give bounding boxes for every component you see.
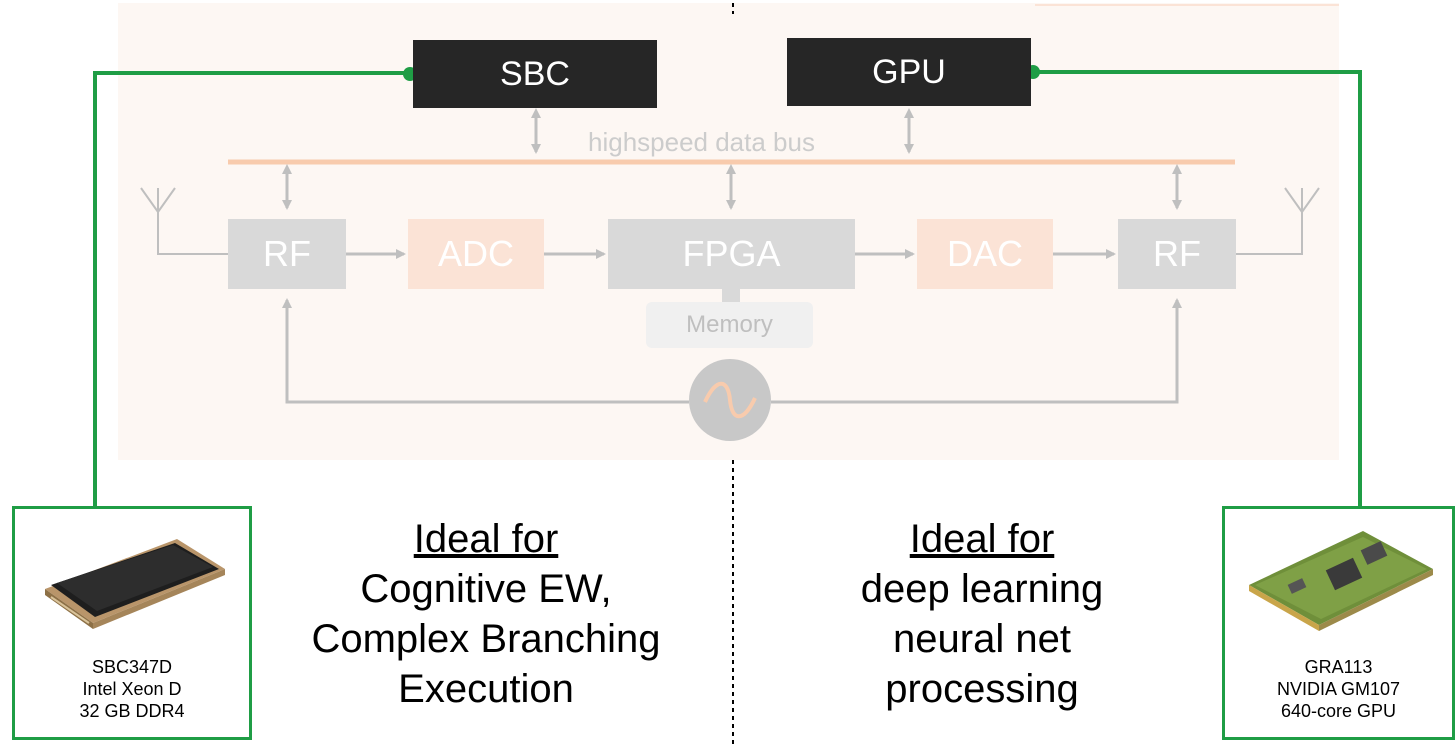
left-line-1: Cognitive EW, — [360, 567, 612, 611]
gpu-board-image — [1249, 531, 1433, 631]
gpu-card-line-1: GRA113 — [1304, 657, 1373, 677]
sbc-card-connector — [93, 71, 412, 506]
right-description: Ideal for deep learning neural net proce… — [762, 514, 1202, 714]
sbc-card-line-1: SBC347D — [91, 657, 173, 677]
antenna-left-icon — [140, 187, 228, 255]
sine-wave-icon — [703, 381, 757, 419]
rf-left-block: RF — [228, 219, 346, 289]
fpga-memory-link — [722, 288, 740, 302]
right-line-1: deep learning — [860, 567, 1104, 611]
dac-label: DAC — [946, 233, 1023, 274]
gpu-block: GPU — [787, 38, 1031, 106]
left-description: Ideal for Cognitive EW, Complex Branchin… — [260, 514, 712, 714]
left-line-2: Complex Branching — [311, 617, 661, 661]
rf-left-label: RF — [263, 233, 311, 274]
sbc-card-line-3: 32 GB DDR4 — [79, 701, 185, 721]
sbc-card-text: SBC347D Intel Xeon D 32 GB DDR4 — [15, 656, 249, 722]
right-line-3: processing — [885, 667, 1079, 711]
orange-corner-line — [1035, 4, 1339, 6]
right-line-2: neural net — [893, 617, 1071, 661]
right-heading: Ideal for — [909, 517, 1055, 561]
gpu-card-line-3: 640-core GPU — [1280, 701, 1397, 721]
antenna-right-icon — [1236, 187, 1320, 255]
adc-block: ADC — [408, 219, 544, 289]
gpu-label: GPU — [872, 52, 946, 91]
bus-label: highspeed data bus — [588, 127, 815, 157]
sbc-board-image — [45, 539, 225, 629]
sbc-card-line-2: Intel Xeon D — [82, 679, 182, 699]
dac-block: DAC — [917, 219, 1053, 289]
fpga-label: FPGA — [682, 233, 781, 274]
sbc-block: SBC — [413, 40, 657, 108]
left-heading: Ideal for — [413, 517, 559, 561]
fpga-block: FPGA — [608, 219, 855, 289]
oscillator-left-loop — [282, 298, 689, 404]
memory-block: Memory — [646, 302, 813, 348]
left-line-3: Execution — [398, 667, 574, 711]
gpu-card-connector — [1033, 70, 1362, 506]
gpu-card-text: GRA113 NVIDIA GM107 640-core GPU — [1225, 656, 1452, 722]
gpu-card-line-2: NVIDIA GM107 — [1276, 679, 1401, 699]
rf-right-label: RF — [1153, 233, 1201, 274]
oscillator-right-loop — [771, 298, 1182, 404]
rf-right-block: RF — [1118, 219, 1236, 289]
memory-label: Memory — [686, 311, 773, 338]
sbc-label: SBC — [500, 54, 570, 93]
sbc-product-card: SBC347D Intel Xeon D 32 GB DDR4 — [12, 506, 252, 740]
adc-label: ADC — [437, 233, 514, 274]
gpu-product-card: GRA113 NVIDIA GM107 640-core GPU — [1222, 506, 1455, 740]
